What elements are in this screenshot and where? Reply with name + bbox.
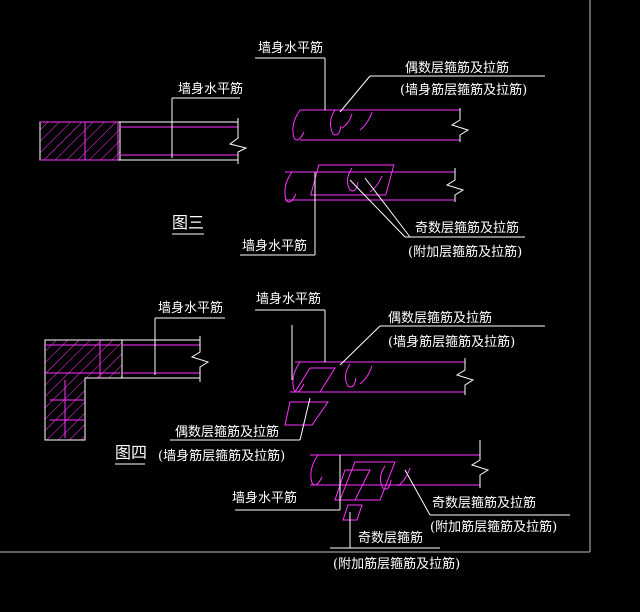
fig4-odd-right-label-2: (附加筋层箍筋及拉筋): [430, 519, 557, 535]
fig4-lower-rebar: [235, 440, 570, 549]
figure-3: 墙身水平筋 图三 墙身水平筋 偶数层箍筋及拉筋 (墙身筋层箍筋及拉筋): [39, 40, 545, 260]
fig4-lower-label: 墙身水平筋: [232, 490, 297, 506]
fig3-caption: 图三: [172, 213, 204, 232]
fig4-upper-rebar: [170, 309, 545, 441]
fig3-upper-rebar: [255, 57, 545, 142]
fig4-even-label-2: (墙身筋层箍筋及拉筋): [388, 334, 515, 350]
fig3-lower-label: 墙身水平筋: [242, 238, 307, 254]
fig4-odd-bottom-label-1: 奇数层箍筋: [358, 530, 423, 546]
fig4-odd-right-label-1: 奇数层箍筋及拉筋: [432, 495, 536, 511]
fig3-even-label-2: (墙身筋层箍筋及拉筋): [400, 82, 527, 98]
figure-4: 墙身水平筋 图四 墙身水平筋 偶数层箍筋及拉筋 (墙身筋层箍筋及拉筋) 偶数层箍…: [44, 291, 570, 572]
fig4-mid-even-label-1: 偶数层箍筋及拉筋: [175, 424, 279, 440]
fig3-wall-section: [39, 97, 248, 164]
fig4-odd-bottom-label-2: (附加筋层箍筋及拉筋): [333, 556, 460, 572]
fig4-mid-even-label-2: (墙身筋层箍筋及拉筋): [158, 448, 285, 464]
fig4-left-label: 墙身水平筋: [158, 300, 223, 316]
fig4-upper-label: 墙身水平筋: [256, 291, 321, 307]
fig3-even-label-1: 偶数层箍筋及拉筋: [405, 60, 509, 76]
fig3-upper-label: 墙身水平筋: [258, 40, 323, 56]
fig3-lower-rebar: [240, 164, 525, 256]
fig3-left-label: 墙身水平筋: [178, 81, 243, 97]
viewport-border: [0, 0, 591, 553]
fig4-wall-section: [44, 317, 225, 441]
fig3-odd-label-2: (附加层箍筋及拉筋): [408, 244, 522, 260]
fig4-even-label-1: 偶数层箍筋及拉筋: [388, 310, 492, 326]
fig3-odd-label-1: 奇数层箍筋及拉筋: [415, 220, 519, 236]
fig4-caption: 图四: [115, 443, 147, 462]
